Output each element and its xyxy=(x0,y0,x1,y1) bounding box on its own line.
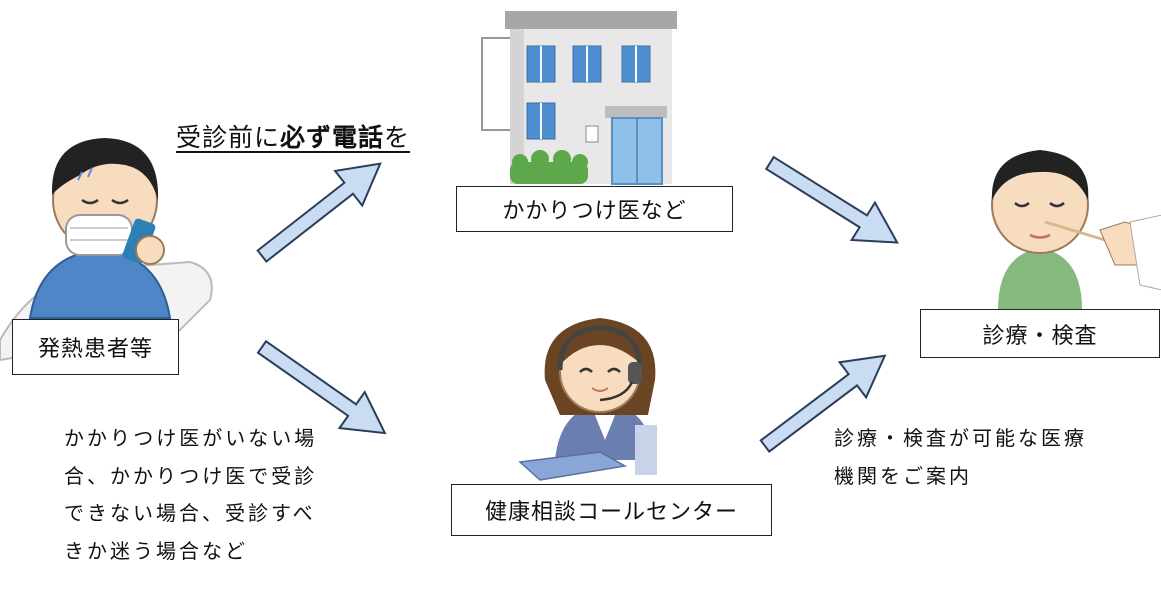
clinic-label-box: かかりつけ医など xyxy=(456,186,733,232)
operator-illustration xyxy=(518,318,657,481)
caption-call-before-visit: 受診前に必ず電話を xyxy=(176,118,410,154)
caption-part2-bold: 必ず電話 xyxy=(280,123,385,152)
note-when-no-family-doctor: かかりつけ医がいない場合、かかりつけ医で受診できない場合、受診すべきか迷う場合な… xyxy=(64,426,318,563)
exam-label-box: 診療・検査 xyxy=(920,309,1160,358)
exam-illustration xyxy=(967,150,1161,310)
arrow-clinic-to-exam xyxy=(757,143,910,263)
caption-part1: 受診前に xyxy=(176,123,281,152)
caption-part3: を xyxy=(384,123,411,152)
patient-label-box: 発熱患者等 xyxy=(12,319,179,375)
call-center-label-box: 健康相談コールセンター xyxy=(451,484,772,536)
note-guide-to-facility: 診療・検査が可能な医療機関をご案内 xyxy=(834,426,1087,488)
arrow-patient-to-clinic xyxy=(247,145,395,275)
patient-illustration xyxy=(0,138,213,362)
clinic-building-illustration xyxy=(481,11,677,185)
